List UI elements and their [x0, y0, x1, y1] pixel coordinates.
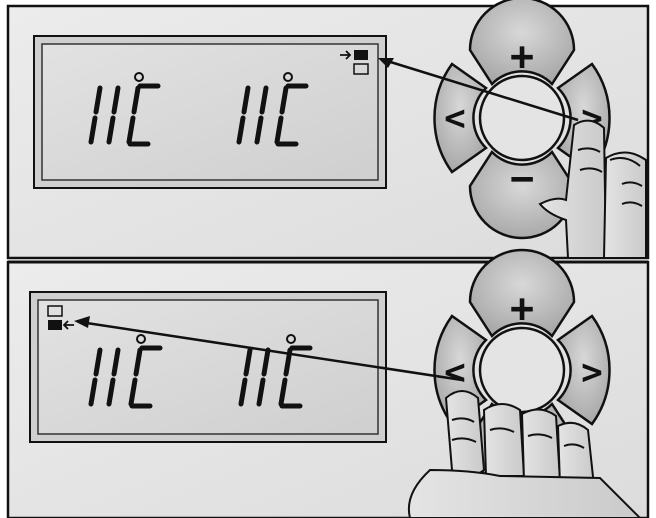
hand-pressing-right-key [538, 119, 647, 259]
zone1-temp-bottom [88, 345, 163, 409]
zone2-temp-bottom [238, 345, 313, 409]
degree-symbol [286, 334, 296, 344]
compartment-indicator-lower [47, 305, 74, 330]
plus-label: + [510, 34, 534, 80]
pointer-arrow-top [378, 58, 579, 122]
right-key[interactable]: > [556, 314, 611, 426]
plus-label: + [510, 286, 534, 332]
degree-symbol [136, 334, 146, 344]
panel-top: + < > − [6, 0, 650, 260]
pointer-arrow-bottom [74, 316, 463, 382]
degree-symbol [134, 72, 144, 82]
center-ring [478, 326, 566, 414]
center-ring [478, 74, 566, 162]
right-label: > [581, 352, 603, 393]
plus-key[interactable]: + [468, 248, 576, 338]
left-label: < [444, 352, 466, 393]
left-key[interactable]: < [433, 62, 488, 174]
compartment-indicator-upper [340, 50, 369, 75]
keypad-top: + < > − [433, 0, 611, 240]
lcd-display-top [33, 35, 387, 189]
hand-pressing-left-key [408, 390, 642, 518]
plus-key[interactable]: + [468, 0, 576, 86]
zone1-temp-top [88, 83, 161, 147]
left-label: < [444, 98, 466, 139]
minus-label: − [510, 156, 534, 202]
zone2-temp-top [236, 83, 309, 147]
panel-bottom: + < > [6, 248, 650, 518]
degree-symbol [283, 72, 293, 82]
lcd-display-bottom [29, 291, 387, 443]
